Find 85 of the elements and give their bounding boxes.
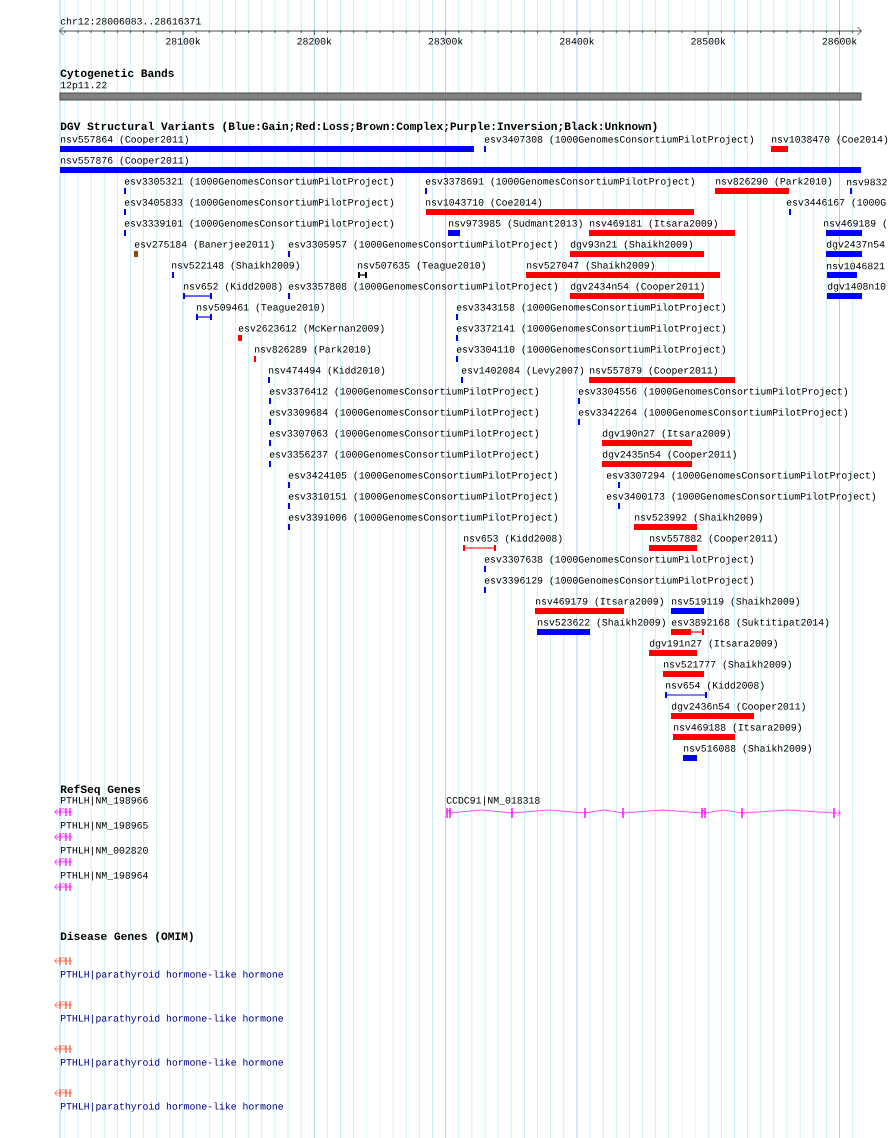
variant-label: esv3307294 (1000GenomesConsortiumPilotProject): [606, 471, 876, 481]
variant-label: nsv653 (Kidd2008): [464, 534, 562, 544]
variant-label: nsv557879 (Cooper2011): [590, 366, 717, 376]
track-title: RefSeq Genes: [60, 784, 141, 796]
variant-label: nsv474494 (Kidd2010): [269, 366, 385, 376]
variant-label: esv3342264 (1000GenomesConsortiumPilotProject): [578, 408, 848, 418]
position-label: chr12:28006083..28616371: [60, 17, 201, 25]
variant-label: nsv522148 (Shaikh2009): [172, 261, 299, 271]
variant-label: esv3376412 (1000GenomesConsortiumPilotProject): [269, 387, 539, 397]
track-title: DGV Structural Variants (Blue:Gain;Red:Loss;Brown:Complex;Purple:Inversion;Black:Unknown): [60, 121, 657, 133]
variant-label: nsv557864 (Cooper2011): [61, 135, 188, 145]
track-title: Cytogenetic Bands: [60, 68, 174, 80]
variant-label: esv3307638 (1000GenomesConsortiumPilotProject): [484, 555, 754, 565]
variant-label: esv3396129 (1000GenomesConsortiumPilotProject): [484, 576, 754, 586]
variant-label: nsv469188 (Itsara2009): [674, 723, 801, 733]
variant-label: dgv1408n10: [827, 282, 886, 292]
variant-label: esv3307063 (1000GenomesConsortiumPilotProject): [269, 429, 539, 439]
variant-label: nsv1043710 (Coe2014): [426, 198, 542, 208]
variant-label: esv3356237 (1000GenomesConsortiumPilotProject): [269, 450, 539, 460]
variant-label: nsv523992 (Shaikh2009): [635, 513, 762, 523]
tick-label: 28600k: [822, 37, 857, 45]
variant-label: dgv2434n54 (Cooper2011): [570, 282, 704, 292]
gene-label: PTHLH|parathyroid hormone-like hormone: [60, 1058, 283, 1068]
variant-label: esv3343158 (1000GenomesConsortiumPilotProject): [456, 303, 726, 313]
variant-label: esv3339101 (1000GenomesConsortiumPilotProject): [124, 219, 394, 229]
variant-label: esv3310151 (1000GenomesConsortiumPilotProject): [288, 492, 558, 502]
variant-label: nsv826290 (Park2010): [716, 177, 832, 187]
tick-label: 28100k: [166, 37, 201, 45]
track-title: Disease Genes (OMIM): [60, 931, 193, 943]
variant-label: esv3378691 (1000GenomesConsortiumPilotProject): [425, 177, 695, 187]
variant-label: nsv469179 (Itsara2009): [536, 597, 663, 607]
variant-label: nsv557876 (Cooper2011): [61, 156, 188, 166]
variant-label: esv3892168 (Suktitipat2014): [671, 618, 829, 628]
gene-label: PTHLH|parathyroid hormone-like hormone: [60, 970, 283, 980]
gene-label: CCDC91|NM_018318: [446, 796, 540, 806]
gene-label: PTHLH|NM_198966: [60, 796, 148, 806]
variant-label: dgv2435n54 (Cooper2011): [602, 450, 736, 460]
gene-label: PTHLH|NM_198964: [60, 871, 148, 881]
variant-label: esv3305321 (1000GenomesConsortiumPilotProject): [124, 177, 394, 187]
variant-label: nsv516088 (Shaikh2009): [684, 744, 811, 754]
variant-label: esv3304110 (1000GenomesConsortiumPilotProject): [456, 345, 726, 355]
variant-label: nsv973985 (Sudmant2013): [449, 219, 582, 229]
variant-label: esv3372141 (1000GenomesConsortiumPilotProject): [456, 324, 726, 334]
variant-label: dgv93n21 (Shaikh2009): [570, 240, 693, 250]
variant-label: esv3357808 (1000GenomesConsortiumPilotProject): [288, 282, 558, 292]
variant-label: nsv523622 (Shaikh2009): [538, 618, 665, 628]
tick-label: 28300k: [428, 37, 463, 45]
variant-label: nsv519119 (Shaikh2009): [672, 597, 799, 607]
variant-label: esv3309684 (1000GenomesConsortiumPilotProject): [269, 408, 539, 418]
tick-label: 28200k: [297, 37, 332, 45]
variant-label: esv3424105 (1000GenomesConsortiumPilotProject): [288, 471, 558, 481]
variant-label: dgv2437n54: [826, 240, 885, 250]
variant-label: nsv1038470 (Coe2014): [772, 135, 888, 145]
gene-label: PTHLH|NM_198965: [60, 821, 148, 831]
variant-label: esv3407308 (1000GenomesConsortiumPilotProject): [484, 135, 754, 145]
variant-label: esv3405833 (1000GenomesConsortiumPilotProject): [124, 198, 394, 208]
gene-label: PTHLH|parathyroid hormone-like hormone: [60, 1014, 283, 1024]
variant-label: esv3400173 (1000GenomesConsortiumPilotProject): [606, 492, 876, 502]
variant-label: nsv521777 (Shaikh2009): [664, 660, 791, 670]
gene-label: PTHLH|NM_002820: [60, 846, 148, 856]
variant-label: esv3391006 (1000GenomesConsortiumPilotProject): [288, 513, 558, 523]
tick-label: 28400k: [559, 37, 595, 45]
variant-label: esv275184 (Banerjee2011): [134, 240, 274, 250]
variant-label: nsv507635 (Teague2010): [358, 261, 485, 271]
variant-label: esv1402084 (Levy2007): [461, 366, 584, 376]
variant-label: nsv527047 (Shaikh2009): [527, 261, 654, 271]
variant-label: nsv826289 (Park2010): [255, 345, 371, 355]
variant-label: nsv557882 (Cooper2011): [650, 534, 777, 544]
variant-label: dgv2436n54 (Cooper2011): [671, 702, 805, 712]
variant-label: dgv191n27 (Itsara2009): [649, 639, 777, 649]
variant-label: dgv190n27 (Itsara2009): [602, 429, 730, 439]
variant-label: esv2623612 (McKernan2009): [238, 324, 384, 334]
variant-label: nsv509461 (Teague2010): [197, 303, 324, 313]
variant-label: nsv654 (Kidd2008): [666, 681, 764, 691]
variant-label: nsv1046821: [827, 262, 885, 270]
variant-label: nsv469189 (: [824, 219, 887, 229]
gene-label: PTHLH|parathyroid hormone-like hormone: [60, 1102, 283, 1112]
variant-label: nsv652 (Kidd2008): [184, 282, 282, 292]
band-label: 12p11.22: [60, 81, 107, 91]
tick-label: 28500k: [691, 37, 726, 45]
variant-label: nsv469181 (Itsara2009): [590, 219, 717, 229]
variant-label: esv3305957 (1000GenomesConsortiumPilotProject): [288, 240, 558, 250]
variant-label: nsv9832: [847, 178, 887, 186]
variant-label: esv3304556 (1000GenomesConsortiumPilotProject): [578, 387, 848, 397]
variant-label: esv3446167 (1000G: [786, 198, 886, 208]
